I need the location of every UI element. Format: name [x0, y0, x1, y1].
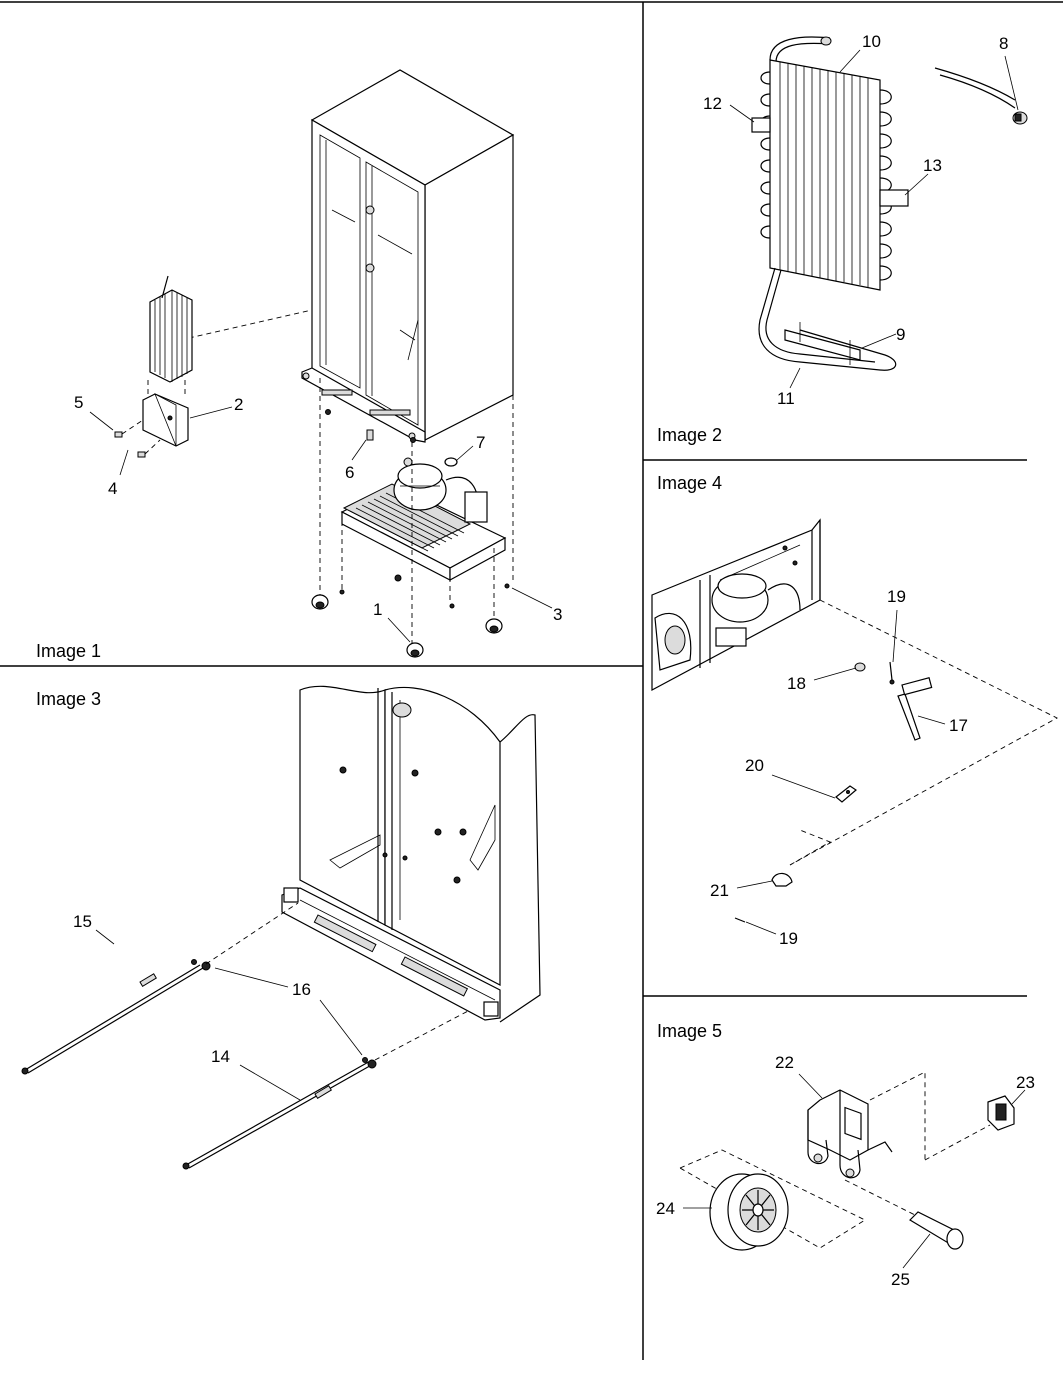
image3-rods [21, 902, 471, 1170]
callout-8: 8 [999, 34, 1008, 53]
callout-4: 4 [108, 479, 117, 498]
callout-15: 15 [73, 912, 92, 931]
callout-6: 6 [345, 463, 354, 482]
image1-control-box [114, 275, 193, 458]
callout-10: 10 [862, 32, 881, 51]
callout-3: 3 [553, 605, 562, 624]
callout-18: 18 [787, 674, 806, 693]
image4-leader-lines [736, 609, 946, 935]
callout-19-top: 19 [887, 587, 906, 606]
image3-cabinet-bottom [281, 685, 541, 1023]
callout-5: 5 [74, 393, 83, 412]
image4-compartment [651, 518, 821, 692]
image1-dashed-guides [147, 309, 514, 643]
callout-9: 9 [896, 325, 905, 344]
panel-label-image5: Image 5 [657, 1021, 722, 1041]
image3-leader-lines [95, 929, 363, 1101]
image4-fittings [734, 599, 1058, 923]
panel-label-image2: Image 2 [657, 425, 722, 445]
callout-7: 7 [476, 433, 485, 452]
callout-21: 21 [710, 881, 729, 900]
callout-11: 11 [777, 389, 795, 408]
image1-compressor-deck [340, 457, 507, 582]
panel-label-image3: Image 3 [36, 689, 101, 709]
callout-1: 1 [373, 600, 382, 619]
image1-leveling-casters [311, 429, 510, 658]
callout-25: 25 [891, 1270, 910, 1289]
image2-thermistor-8 [934, 67, 1028, 125]
callout-23: 23 [1016, 1073, 1035, 1092]
callout-20: 20 [745, 756, 764, 775]
image2-condenser-coil [751, 36, 909, 371]
callout-2: 2 [234, 395, 243, 414]
callout-13: 13 [923, 156, 942, 175]
panel-label-image1: Image 1 [36, 641, 101, 661]
image2-leader-lines [729, 49, 1019, 389]
callout-22: 22 [775, 1053, 794, 1072]
image5-roller-assembly [678, 1071, 1015, 1251]
callout-24: 24 [656, 1199, 675, 1218]
callout-17: 17 [949, 716, 968, 735]
callout-19-bottom: 19 [779, 929, 798, 948]
image1-cabinet [301, 69, 515, 443]
callout-12: 12 [703, 94, 722, 113]
image5-leader-lines [683, 1073, 1026, 1269]
callout-16: 16 [292, 980, 311, 999]
image1-leader-lines [89, 406, 553, 643]
panel-label-image4: Image 4 [657, 473, 722, 493]
callout-14: 14 [211, 1047, 230, 1066]
